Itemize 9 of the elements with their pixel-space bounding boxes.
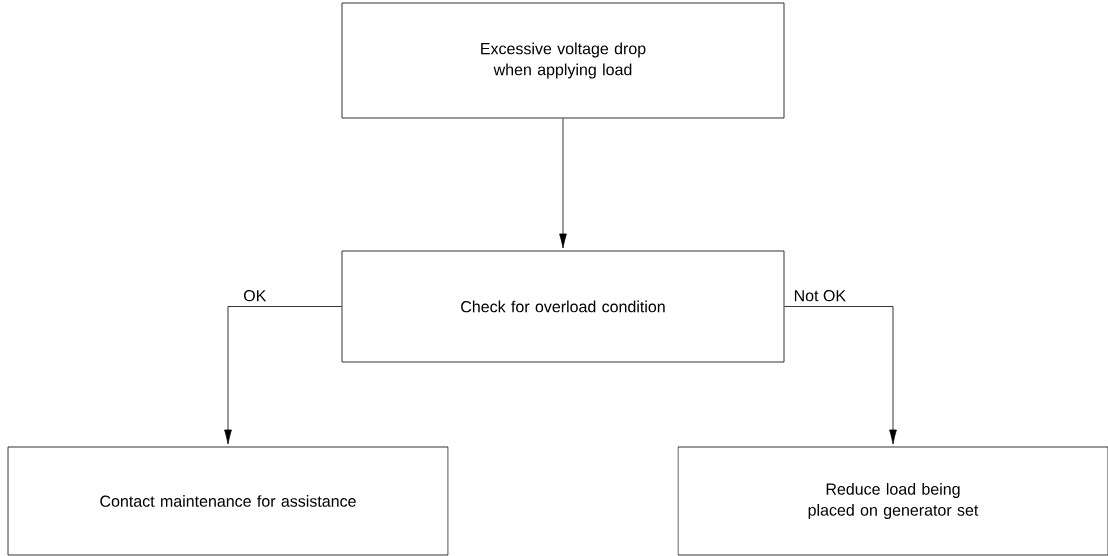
arrow — [559, 118, 567, 249]
process-box: Contact maintenance for assistance — [7, 446, 449, 556]
arrow — [784, 306, 897, 445]
edge-label: OK — [242, 288, 268, 303]
process-box: Excessive voltage drop when applying load — [341, 2, 785, 119]
arrow — [224, 306, 342, 445]
process-box: Reduce load being placed on generator set — [677, 446, 1108, 556]
edge-label: Not OK — [792, 288, 848, 303]
process-box: Check for overload condition — [341, 250, 785, 363]
